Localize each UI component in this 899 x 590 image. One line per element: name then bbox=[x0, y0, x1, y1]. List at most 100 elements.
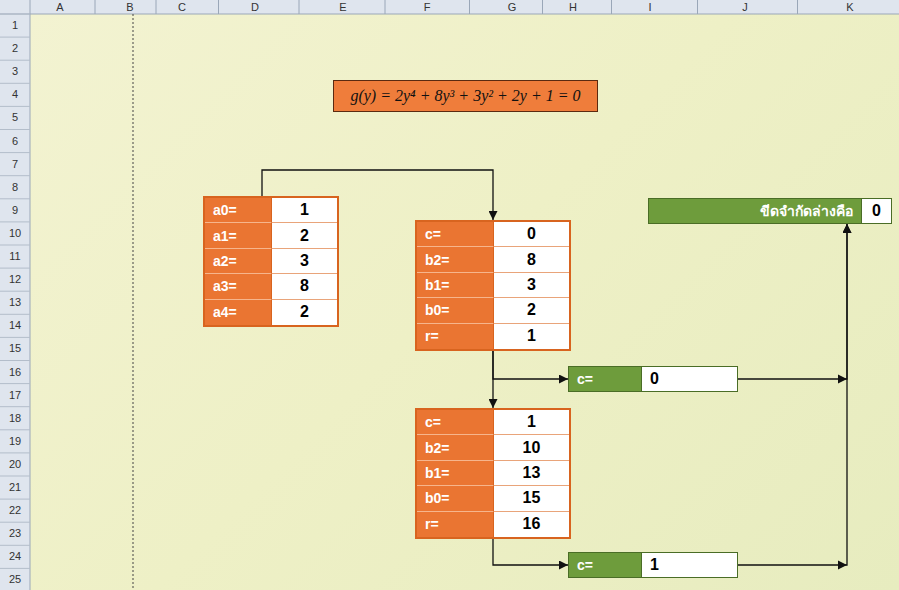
row-divider bbox=[0, 383, 30, 384]
row-number: 17 bbox=[0, 384, 30, 407]
variable-label: a2= bbox=[205, 249, 271, 274]
column-divider bbox=[385, 0, 386, 14]
row-number: 10 bbox=[0, 222, 30, 245]
junction-arrowhead bbox=[838, 561, 847, 570]
row-divider bbox=[0, 106, 30, 107]
page-break-line bbox=[133, 14, 134, 590]
value-cell: 3 bbox=[493, 273, 569, 298]
row-divider bbox=[0, 314, 30, 315]
flow-arrow bbox=[493, 351, 568, 379]
column-divider bbox=[611, 0, 612, 14]
column-header: E bbox=[328, 0, 358, 14]
flow-arrow bbox=[492, 351, 493, 408]
variable-label: b1= bbox=[417, 273, 493, 298]
variable-label: a3= bbox=[205, 274, 271, 299]
column-divider bbox=[469, 0, 470, 14]
row-number: 15 bbox=[0, 337, 30, 360]
row-number: 9 bbox=[0, 199, 30, 222]
value-cell: 1 bbox=[271, 198, 337, 223]
row-header-bar bbox=[0, 0, 30, 590]
row-number: 25 bbox=[0, 568, 30, 590]
row-divider bbox=[0, 60, 30, 61]
lower-bound-cell: ขีดจำกัดล่างคือ0 bbox=[648, 198, 892, 224]
row-divider bbox=[0, 14, 30, 15]
row-divider bbox=[0, 221, 30, 222]
row-divider bbox=[0, 429, 30, 430]
header-dividers bbox=[0, 0, 798, 590]
row-divider bbox=[0, 337, 30, 338]
column-divider bbox=[299, 0, 300, 14]
column-header-bar bbox=[0, 0, 899, 14]
value-cell: 0 bbox=[861, 199, 891, 223]
row-divider bbox=[0, 476, 30, 477]
column-header: C bbox=[167, 0, 197, 14]
row-number: 3 bbox=[0, 60, 30, 83]
column-divider bbox=[218, 0, 219, 14]
variable-label: ขีดจำกัดล่างคือ bbox=[649, 199, 861, 223]
column-header: D bbox=[240, 0, 270, 14]
row-divider bbox=[0, 360, 30, 361]
row-number: 16 bbox=[0, 361, 30, 384]
row-divider bbox=[0, 198, 30, 199]
variable-label: c= bbox=[569, 553, 641, 577]
row-divider bbox=[0, 152, 30, 153]
header-border bbox=[30, 0, 31, 590]
row-divider bbox=[0, 452, 30, 453]
row-divider bbox=[0, 175, 30, 176]
column-divider bbox=[95, 0, 96, 14]
equation-text: g(y) = 2y⁴ + 8y³ + 3y² + 2y + 1 = 0 bbox=[350, 87, 580, 104]
variable-label: c= bbox=[417, 222, 493, 247]
flow-arrow bbox=[738, 224, 847, 565]
junction-arrowhead bbox=[838, 375, 847, 384]
row-number: 24 bbox=[0, 545, 30, 568]
column-divider bbox=[697, 0, 698, 14]
flow-arrow bbox=[738, 224, 847, 379]
row-divider bbox=[0, 291, 30, 292]
row-number: 13 bbox=[0, 291, 30, 314]
variable-label: c= bbox=[417, 410, 493, 435]
row-divider bbox=[0, 37, 30, 38]
variable-label: r= bbox=[417, 512, 493, 537]
row-divider bbox=[0, 522, 30, 523]
column-header: A bbox=[45, 0, 75, 14]
row-number: 7 bbox=[0, 153, 30, 176]
column-header: F bbox=[412, 0, 442, 14]
row-number: 6 bbox=[0, 130, 30, 153]
row-number: 2 bbox=[0, 37, 30, 60]
variable-label: r= bbox=[417, 324, 493, 349]
row-number: 18 bbox=[0, 407, 30, 430]
variable-label: b2= bbox=[417, 247, 493, 272]
result-cell: c=0 bbox=[568, 366, 738, 392]
row-divider bbox=[0, 129, 30, 130]
variable-label: b0= bbox=[417, 298, 493, 323]
flow-arrow bbox=[493, 539, 568, 565]
column-divider bbox=[542, 0, 543, 14]
variable-label: c= bbox=[569, 367, 641, 391]
value-cell: 15 bbox=[493, 486, 569, 511]
row-number: 12 bbox=[0, 268, 30, 291]
row-number: 23 bbox=[0, 522, 30, 545]
variable-label: b1= bbox=[417, 461, 493, 486]
value-cell: 1 bbox=[493, 324, 569, 349]
coefficient-table: a0=1a1=2a2=3a3=8a4=2 bbox=[203, 196, 339, 327]
column-header: J bbox=[730, 0, 760, 14]
column-header: K bbox=[835, 0, 865, 14]
value-cell: 16 bbox=[493, 512, 569, 537]
result-cell: c=1 bbox=[568, 552, 738, 578]
row-number: 22 bbox=[0, 499, 30, 522]
header-border bbox=[0, 14, 899, 15]
row-divider bbox=[0, 245, 30, 246]
row-number: 19 bbox=[0, 430, 30, 453]
variable-label: a1= bbox=[205, 223, 271, 248]
column-header: H bbox=[558, 0, 588, 14]
variable-label: a0= bbox=[205, 198, 271, 223]
value-cell: 3 bbox=[271, 249, 337, 274]
row-number: 8 bbox=[0, 176, 30, 199]
row-number: 14 bbox=[0, 314, 30, 337]
value-cell: 13 bbox=[493, 461, 569, 486]
column-header: B bbox=[115, 0, 145, 14]
value-cell: 10 bbox=[493, 435, 569, 460]
column-header: I bbox=[635, 0, 665, 14]
variable-label: a4= bbox=[205, 300, 271, 325]
